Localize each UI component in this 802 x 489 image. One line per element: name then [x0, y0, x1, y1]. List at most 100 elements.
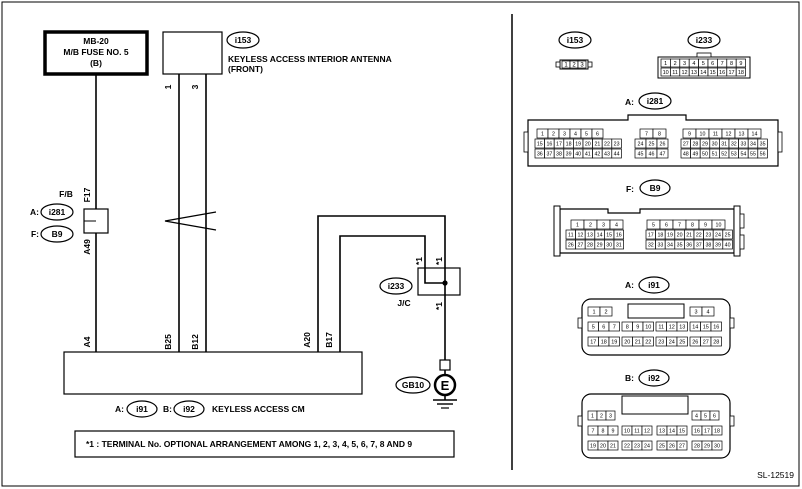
junction-dot — [442, 280, 448, 286]
pin-cell — [656, 148, 669, 159]
pin-number: 7 — [678, 222, 681, 228]
pin-number: 28 — [713, 339, 719, 345]
pin-number: 13 — [659, 428, 665, 434]
pin-number: 16 — [546, 141, 552, 147]
pin-cell — [735, 67, 746, 77]
pin-number: 28 — [694, 443, 700, 449]
pin-number: 14 — [597, 232, 603, 238]
pin-cell — [611, 138, 622, 149]
pin-cell — [701, 306, 715, 317]
pin-number: 39 — [715, 242, 721, 248]
jc-connector: i233 — [388, 281, 405, 291]
pin-cell — [722, 239, 733, 250]
cm-conn-a-badge — [126, 400, 158, 418]
pin-number: 46 — [649, 151, 655, 157]
pin-number: 38 — [556, 151, 562, 157]
pin-cell — [722, 229, 733, 240]
pin-cell — [676, 425, 688, 436]
i92-name: i92 — [648, 373, 660, 383]
pin-number: 26 — [568, 242, 574, 248]
pin-number: 2 — [589, 222, 592, 228]
i153-name: i153 — [567, 35, 584, 45]
pin-number: 32 — [648, 242, 654, 248]
pin-number: 20 — [677, 232, 683, 238]
pin-number: 28 — [587, 242, 593, 248]
fb-conn-f: B9 — [52, 229, 63, 239]
pin-number: 12 — [577, 232, 583, 238]
pin-number: 31 — [721, 141, 727, 147]
antenna-label-line2: (FRONT) — [228, 64, 263, 74]
pin-number: 34 — [667, 242, 673, 248]
cm-label: KEYLESS ACCESS CM — [212, 404, 305, 414]
pin-number: 11 — [568, 232, 574, 238]
pin-number: 1 — [564, 63, 568, 69]
pin-number: 30 — [606, 242, 612, 248]
pin-cell — [608, 321, 620, 332]
pin-number: 8 — [691, 222, 694, 228]
cm-conn-b-badge — [173, 400, 205, 418]
jc-mark-1: *1 — [414, 257, 424, 265]
pin-number: 6 — [602, 324, 605, 330]
pin-number: 27 — [679, 443, 685, 449]
pin-number: 2 — [674, 61, 677, 67]
fuse-box-line2: M/B FUSE NO. 5 — [63, 47, 128, 57]
pin-number: 10 — [645, 324, 651, 330]
pin-number: 1 — [576, 222, 579, 228]
pin-number: 30 — [712, 141, 718, 147]
pin-number: 56 — [760, 151, 766, 157]
ground-symbol: E — [441, 378, 450, 393]
pin-number: 18 — [566, 141, 572, 147]
pin-number: 6 — [713, 413, 716, 419]
pin-number: 23 — [705, 232, 711, 238]
figure-id: SL-12519 — [757, 470, 794, 480]
i91-prefix: A: — [625, 280, 634, 290]
pin-number: 35 — [760, 141, 766, 147]
pin-number: 28 — [692, 141, 698, 147]
pin-number: 9 — [636, 324, 639, 330]
pin-number: 11 — [713, 131, 719, 137]
pin-cell — [641, 440, 653, 451]
pin-number: 12 — [644, 428, 650, 434]
pin-number: 3 — [563, 131, 566, 137]
pin-cell — [676, 321, 688, 332]
cm-pin-b17: B17 — [324, 332, 334, 348]
pin-number: 33 — [740, 141, 746, 147]
pin-cell — [710, 321, 722, 332]
pin-number: 13 — [691, 70, 697, 76]
pin-cell — [757, 148, 768, 159]
pin-cell — [607, 425, 619, 436]
pin-number: 11 — [672, 70, 678, 76]
pin-number: 15 — [606, 232, 612, 238]
pin-number: 18 — [601, 339, 607, 345]
fuse-box-line1: MB-20 — [83, 36, 109, 46]
pin-number: 21 — [594, 141, 600, 147]
fb-label: F/B — [59, 189, 73, 199]
pin-number: 6 — [665, 222, 668, 228]
pin-number: 22 — [604, 141, 610, 147]
pin-number: 13 — [739, 131, 745, 137]
pin-number: 8 — [626, 324, 629, 330]
pin-number: 3 — [602, 222, 605, 228]
pin-cell — [613, 239, 624, 250]
pin-number: 19 — [590, 443, 596, 449]
pin-number: 18 — [657, 232, 663, 238]
ground-connector-badge — [395, 376, 431, 394]
pin-number: 25 — [679, 339, 685, 345]
b9-name: B9 — [650, 183, 661, 193]
pin-number: 19 — [611, 339, 617, 345]
pin-number: 45 — [638, 151, 644, 157]
pin-number: 20 — [624, 339, 630, 345]
pin-number: 9 — [612, 428, 615, 434]
pin-number: 6 — [711, 61, 714, 67]
pin-number: 27 — [577, 242, 583, 248]
wires — [95, 74, 446, 360]
pin-number: 7 — [613, 324, 616, 330]
pin-number: 25 — [649, 141, 655, 147]
pin-number: 40 — [575, 151, 581, 157]
note-text: *1 : TERMINAL No. OPTIONAL ARRANGEMENT A… — [86, 439, 412, 449]
